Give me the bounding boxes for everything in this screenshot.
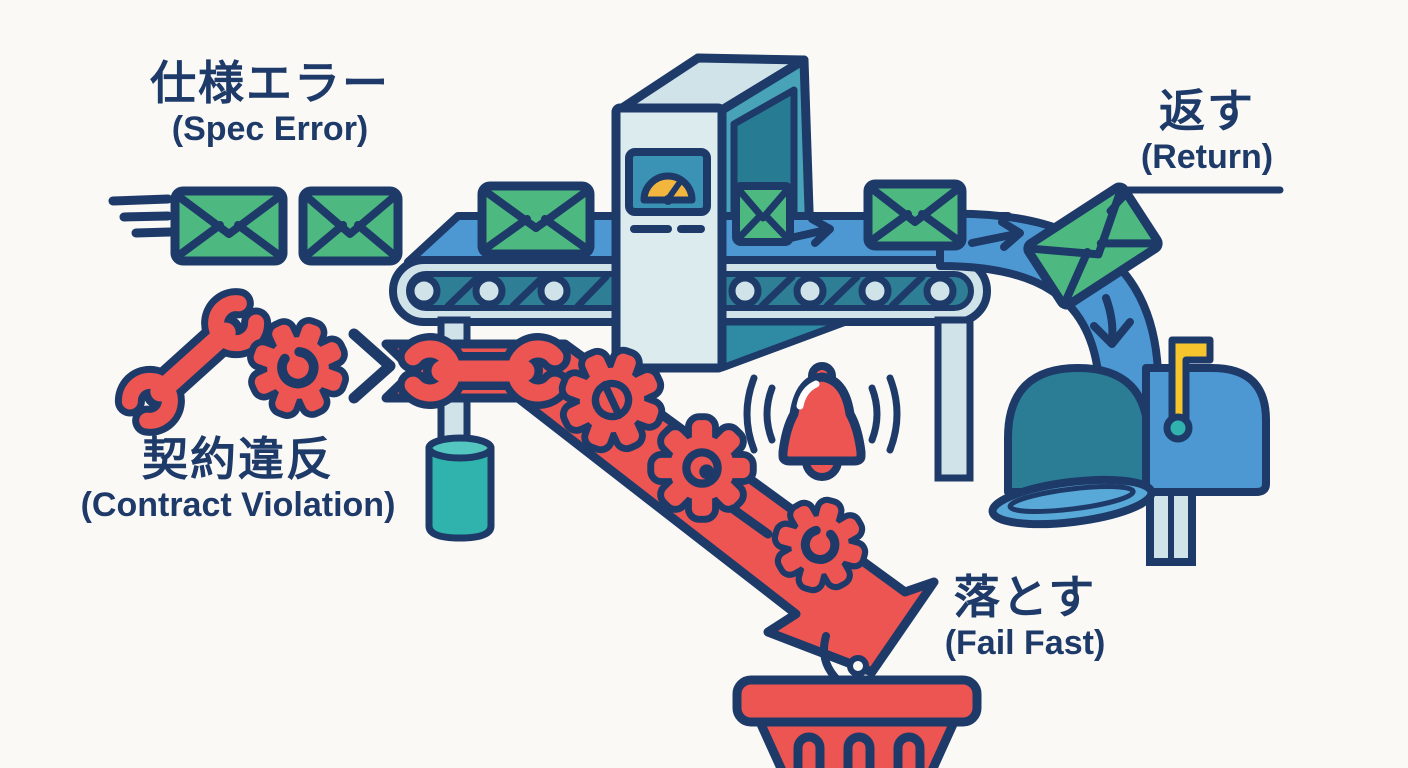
label-fail-fast: 落とす (Fail Fast) xyxy=(875,571,1175,662)
label-spec-error-en: (Spec Error) xyxy=(171,109,369,148)
sound-waves-icon xyxy=(743,374,901,454)
gear-icon xyxy=(654,420,750,516)
envelope-icon xyxy=(298,186,403,266)
wrench-icon xyxy=(397,333,571,409)
belt-leg xyxy=(934,316,974,482)
trash-basket-icon xyxy=(732,675,982,768)
wrench-icon xyxy=(114,288,272,436)
return-leader-line xyxy=(1106,186,1284,215)
label-return: 返す (Return) xyxy=(1072,85,1342,176)
label-fail-fast-en: (Fail Fast) xyxy=(944,623,1106,662)
broken-gear-icon xyxy=(237,307,359,429)
chevron-icon xyxy=(348,328,396,404)
envelope-icon xyxy=(477,181,595,259)
broken-gear-icon xyxy=(768,493,872,597)
gauge-icon xyxy=(625,148,711,216)
label-return-en: (Return) xyxy=(1140,137,1274,176)
belt-leg-base xyxy=(425,434,495,542)
label-fail-fast-jp: 落とす xyxy=(953,571,1097,623)
flow-arrow-icon xyxy=(968,218,1024,251)
envelope-icon xyxy=(732,182,794,246)
fail-arrow-band-icon xyxy=(381,333,939,688)
mailbox-icon xyxy=(988,336,1270,566)
flow-arrow-icon xyxy=(782,215,834,247)
mailbox-flag-icon xyxy=(1163,336,1214,443)
prohibited-gear-icon xyxy=(551,339,674,462)
label-return-jp: 返す xyxy=(1159,85,1255,137)
band-dash xyxy=(728,504,773,539)
alarm-bell-icon xyxy=(743,362,901,481)
machine-base-shadow xyxy=(718,318,850,372)
label-contract-violation: 契約違反 (Contract Violation) xyxy=(63,433,413,524)
label-spec-error-jp: 仕様エラー xyxy=(150,57,390,109)
mailbox-opening xyxy=(1004,364,1152,496)
label-spec-error: 仕様エラー (Spec Error) xyxy=(120,57,420,148)
mailbox-door xyxy=(988,475,1156,529)
envelope-icon xyxy=(170,186,288,266)
speed-lines-icon xyxy=(108,194,175,238)
envelope-icon xyxy=(863,179,967,251)
down-arrow-icon xyxy=(1090,294,1134,348)
label-contract-violation-jp: 契約違反 xyxy=(142,433,334,485)
label-contract-violation-en: (Contract Violation) xyxy=(80,485,396,524)
arrow-tip-hole xyxy=(847,655,869,677)
scanner-gate-icon xyxy=(611,103,727,373)
